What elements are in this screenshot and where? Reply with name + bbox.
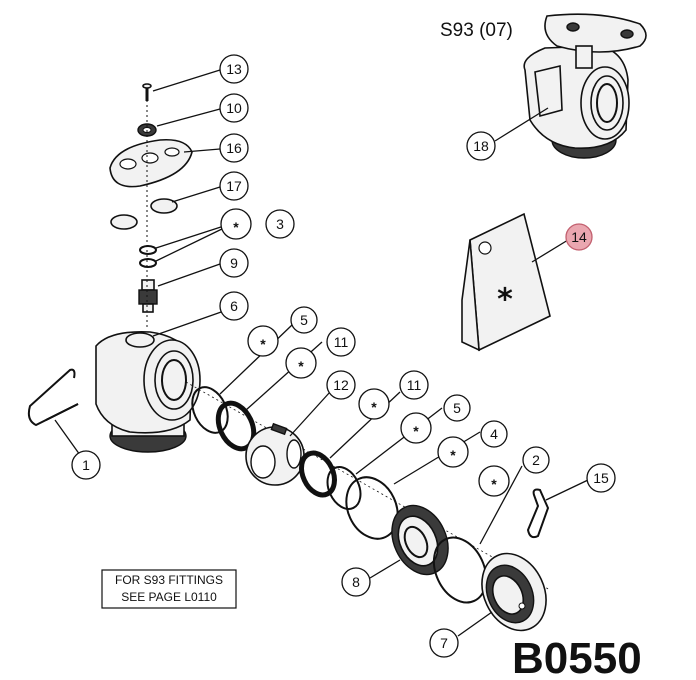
callout-5a: 5 [290,306,318,334]
orings-3 [139,245,157,268]
callout-1: 1 [71,450,101,480]
callout-11b: 11 [399,370,429,400]
oring-5b [326,466,362,510]
svg-text:*: * [233,219,239,235]
svg-text:8: 8 [352,574,360,590]
oring-2 [432,536,488,604]
leader-5a [219,324,293,395]
callout-18: 18 [466,131,496,161]
callout-11a: 11 [326,327,356,357]
svg-text:10: 10 [226,100,242,116]
callout-16: 16 [219,133,249,163]
star-callout-5a: * [247,325,279,357]
star-callout-11b: * [358,388,390,420]
caps-17 [110,198,178,230]
s93-valve-assembly [523,13,647,159]
model-title: S93 (07) [440,20,513,41]
leader-14 [531,239,569,263]
leader-6 [152,310,225,337]
callout-3: 3 [265,209,295,239]
end-connector-8 [391,504,449,576]
svg-text:1: 1 [82,457,90,473]
star-callout-5b: * [400,412,432,444]
svg-text:5: 5 [300,312,308,328]
callout-15: 15 [586,463,616,493]
seal-11b [299,450,337,498]
svg-text:16: 16 [226,140,242,156]
callout-9: 9 [219,248,249,278]
svg-text:12: 12 [333,377,349,393]
callout-17: 17 [219,171,249,201]
handle-16 [109,138,193,188]
oring-4 [345,476,399,540]
leader-9 [157,263,221,287]
bag-star: * [497,283,513,318]
leader-15 [545,479,589,501]
svg-text:15: 15 [593,470,609,486]
svg-text:*: * [491,476,497,492]
parts-bag: * [461,212,551,352]
svg-text:14: 14 [571,229,587,245]
callout-8: 8 [341,567,371,597]
svg-text:*: * [413,423,419,439]
callout-13: 13 [219,54,249,84]
svg-text:2: 2 [532,452,540,468]
stem-9 [138,279,158,313]
svg-text:*: * [260,336,266,352]
svg-text:*: * [450,447,456,463]
leader-17 [171,186,221,203]
leader-10 [156,108,221,127]
leader-18 [494,107,549,142]
svg-text:18: 18 [473,138,489,154]
callout-2: 2 [522,446,550,474]
leader-8 [369,559,401,579]
ball-12 [245,422,305,486]
star-callout-4: * [437,436,469,468]
end-connector-7 [481,552,547,632]
svg-text:9: 9 [230,255,238,271]
callout-14: 14 [565,223,593,251]
clip-15 [526,488,550,539]
callout-7: 7 [429,628,459,658]
svg-text:7: 7 [440,635,448,651]
clip-1 [27,368,79,427]
svg-text:*: * [298,358,304,374]
leader-1 [54,419,81,456]
fittings-note: FOR S93 FITTINGS SEE PAGE L0110 [101,569,237,609]
leader-4 [393,431,481,485]
callout-12: 12 [326,370,356,400]
svg-text:6: 6 [230,298,238,314]
leader-13 [152,69,221,92]
callout-6: 6 [219,291,249,321]
svg-text:5: 5 [453,400,461,416]
star-callout-2: * [478,465,510,497]
leader-3b [155,227,225,262]
callout-4: 4 [480,420,508,448]
star-callout-3: * [220,208,252,240]
svg-text:17: 17 [226,178,242,194]
svg-text:11: 11 [334,334,349,350]
valve-body [95,330,201,453]
svg-text:13: 13 [226,61,242,77]
note-line-2: SEE PAGE L0110 [121,590,217,604]
drawing-code: B0550 [512,634,642,680]
callout-5b: 5 [443,394,471,422]
leader-2 [479,465,523,545]
svg-text:4: 4 [490,426,498,442]
svg-text:11: 11 [407,377,422,393]
callout-10: 10 [219,93,249,123]
screw-13 [142,83,152,101]
star-callout-11a: * [285,347,317,379]
leader-3a [155,225,225,249]
leader-16 [183,148,221,153]
leader-12 [289,391,331,437]
seal-11a [215,400,257,452]
svg-text:*: * [371,399,377,415]
note-line-1: FOR S93 FITTINGS [115,573,223,587]
svg-text:3: 3 [276,216,284,232]
leader-7 [457,611,493,637]
